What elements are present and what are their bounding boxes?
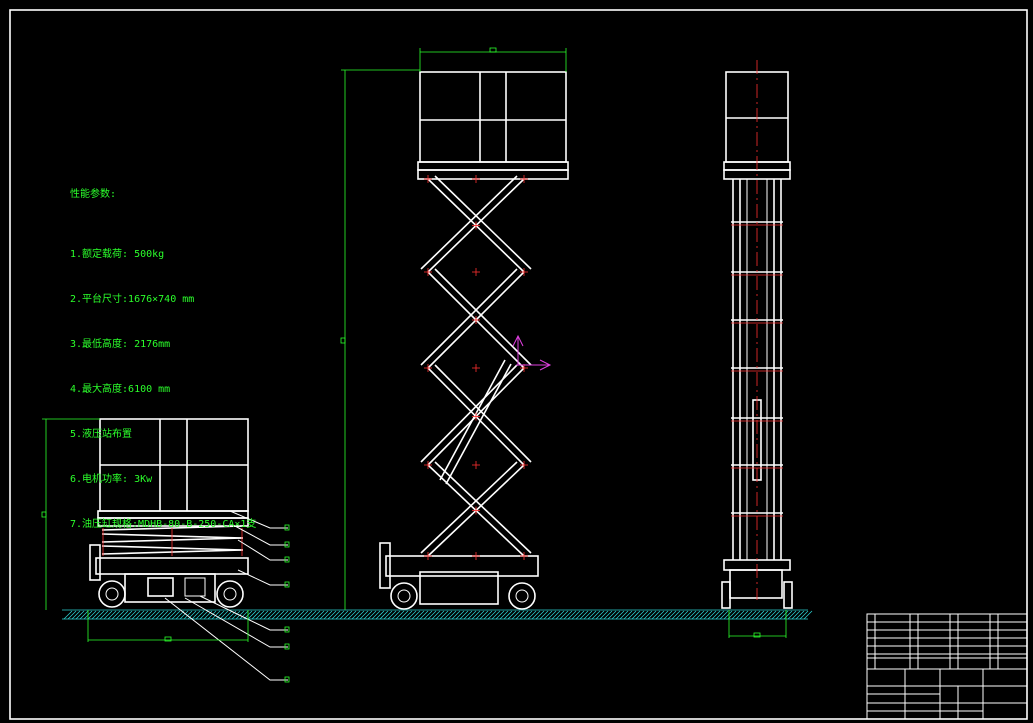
performance-specs: 性能参数: 1.额定载荷: 500kg 2.平台尺寸:1676×740 mm 3… (70, 157, 256, 547)
raised-side-view (340, 47, 569, 610)
spec-line-5: 5.液压站布置 (70, 429, 133, 440)
spec-line-2: 2.平台尺寸:1676×740 mm (70, 294, 195, 305)
specs-title: 性能参数: (70, 189, 117, 200)
spec-line-1: 1.额定载荷: 500kg (70, 249, 165, 260)
spec-line-7: 7.油压缸规格:MDHB-80-B-250-CA×1支 (70, 519, 257, 530)
spec-line-3: 3.最低高度: 2176mm (70, 339, 171, 350)
spec-line-6: 6.电机功率: 3Kw (70, 474, 153, 485)
stowed-side-view (41, 418, 290, 683)
ground-line (62, 609, 813, 620)
spec-line-4: 4.最大高度:6100 mm (70, 384, 171, 395)
drawing-border (9, 9, 1028, 720)
title-block (866, 613, 1028, 720)
end-view (721, 60, 793, 638)
